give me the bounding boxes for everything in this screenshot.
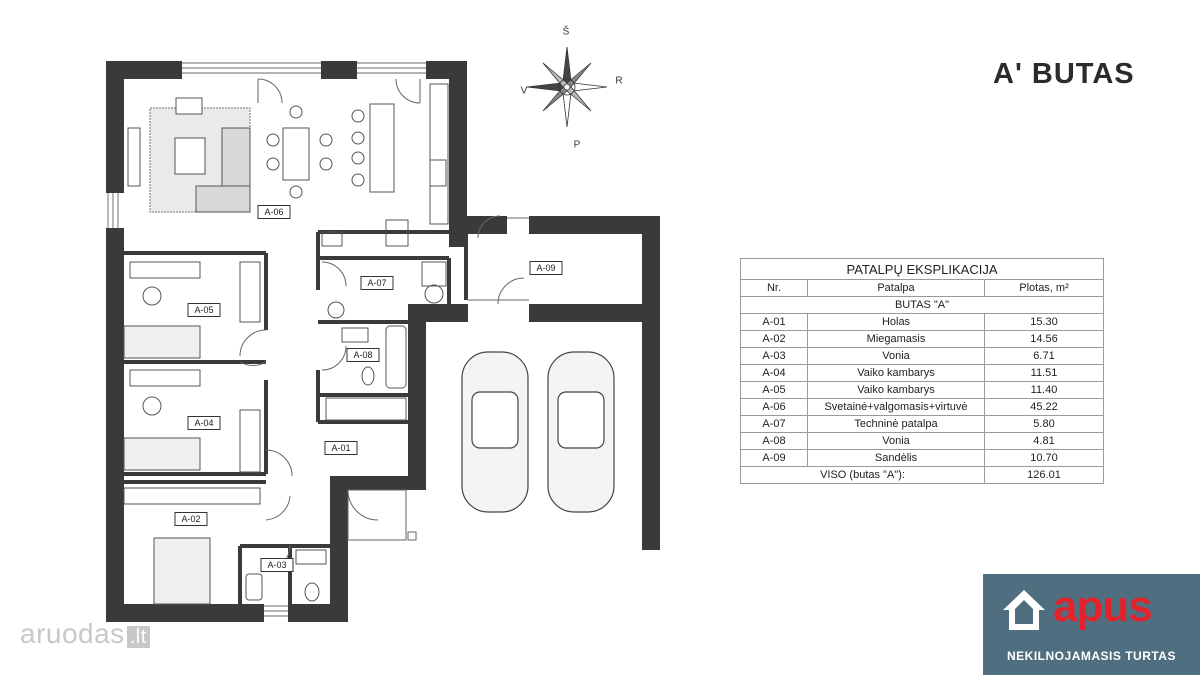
room-label-a04: A-04 — [187, 416, 221, 430]
row-area: 6.71 — [984, 347, 1104, 365]
room-label-a08: A-08 — [346, 348, 380, 362]
brand-name: apus — [1053, 582, 1153, 631]
living-furniture — [127, 83, 449, 247]
room-label-a07: A-07 — [360, 276, 394, 290]
garage-cars — [461, 351, 615, 513]
row-name: Vonia — [807, 432, 985, 450]
row-name: Vonia — [807, 347, 985, 365]
row-area: 14.56 — [984, 330, 1104, 348]
row-nr: A-08 — [740, 432, 808, 450]
aruodas-watermark: aruodas.lt — [20, 618, 150, 650]
house-logo-icon — [1003, 590, 1045, 630]
apus-brand-panel[interactable]: apus NEKILNOJAMASIS TURTAS — [983, 574, 1200, 675]
row-nr: A-07 — [740, 415, 808, 433]
row-area: 45.22 — [984, 398, 1104, 416]
page-title: A' BUTAS — [993, 58, 1135, 90]
row-area: 11.51 — [984, 364, 1104, 382]
header-area: Plotas, m² — [984, 279, 1104, 297]
row-area: 4.81 — [984, 432, 1104, 450]
row-name: Vaiko kambarys — [807, 364, 985, 382]
room-label-a03: A-03 — [260, 558, 294, 572]
header-nr: Nr. — [740, 279, 808, 297]
partitions — [124, 230, 468, 604]
compass-rose — [526, 46, 608, 128]
row-nr: A-04 — [740, 364, 808, 382]
row-nr: A-09 — [740, 449, 808, 467]
row-name: Holas — [807, 313, 985, 331]
table-header-row: Nr. Patalpa Plotas, m² — [740, 279, 1104, 297]
compass-south: P — [573, 139, 581, 151]
row-nr: A-06 — [740, 398, 808, 416]
row-area: 5.80 — [984, 415, 1104, 433]
brand-tagline: NEKILNOJAMASIS TURTAS — [1007, 649, 1176, 663]
windows — [107, 62, 529, 617]
table-caption: PATALPŲ EKSPLIKACIJA — [740, 258, 1104, 280]
compass-north: Š — [562, 26, 570, 38]
row-area: 10.70 — [984, 449, 1104, 467]
table-total-row: VISO (butas "A"): 126.01 — [740, 466, 1104, 484]
row-name: Techninė patalpa — [807, 415, 985, 433]
total-label: VISO (butas "A"): — [740, 466, 985, 484]
room-label-a01: A-01 — [324, 441, 358, 455]
bath-fixtures — [245, 261, 447, 602]
compass-west: V — [520, 85, 528, 97]
walls — [106, 61, 660, 622]
bedroom-furniture — [123, 261, 261, 605]
watermark-text: aruodas — [20, 618, 125, 649]
room-label-a06: A-06 — [257, 205, 291, 219]
row-nr: A-02 — [740, 330, 808, 348]
row-nr: A-05 — [740, 381, 808, 399]
row-name: Miegamasis — [807, 330, 985, 348]
entrance-step — [347, 489, 417, 541]
row-name: Vaiko kambarys — [807, 381, 985, 399]
total-area: 126.01 — [984, 466, 1104, 484]
compass-east: R — [615, 75, 623, 87]
row-nr: A-01 — [740, 313, 808, 331]
watermark-suffix: .lt — [126, 626, 150, 648]
row-name: Sandėlis — [807, 449, 985, 467]
explication-table: PATALPŲ EKSPLIKACIJA Nr. Patalpa Plotas,… — [740, 258, 1104, 484]
table-group: BUTAS "A" — [740, 296, 1104, 314]
row-nr: A-03 — [740, 347, 808, 365]
row-name: Svetainė+valgomasis+virtuvė — [807, 398, 985, 416]
room-label-a05: A-05 — [187, 303, 221, 317]
header-name: Patalpa — [807, 279, 985, 297]
row-area: 15.30 — [984, 313, 1104, 331]
row-area: 11.40 — [984, 381, 1104, 399]
room-label-a02: A-02 — [174, 512, 208, 526]
room-label-a09: A-09 — [529, 261, 563, 275]
